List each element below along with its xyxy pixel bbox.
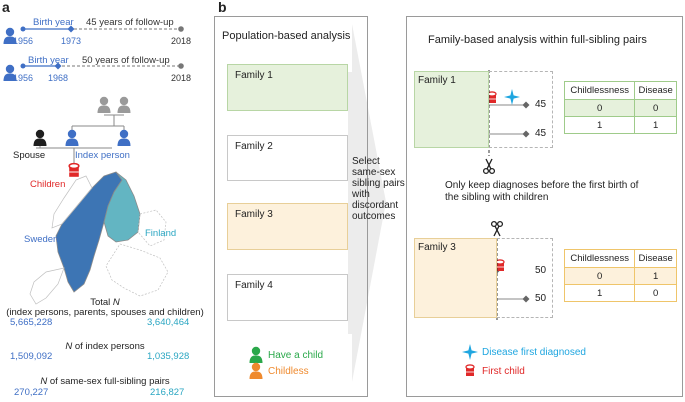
fam1-label: Family 1 (418, 75, 456, 86)
family-1-label: Family 1 (235, 70, 273, 81)
table-cell: 1 (563, 116, 636, 134)
table-header: Childlessness (563, 81, 636, 100)
followup-label: 45 years of follow-up (86, 17, 174, 28)
table-cell: 0 (563, 99, 636, 117)
children-label: Children (30, 179, 66, 190)
legend-childless: Childless (268, 366, 309, 377)
sweden-label: Sweden (24, 234, 59, 245)
followup-label: 50 years of follow-up (82, 55, 170, 66)
year-start: 1956 (13, 36, 34, 46)
year-birth: 1973 (61, 36, 82, 46)
legend-disease: Disease first diagnosed (482, 347, 586, 358)
family-panel (406, 16, 683, 397)
family-3-box (227, 203, 348, 250)
year-end: 2018 (171, 73, 192, 83)
table-header: Childlessness (563, 249, 636, 268)
table-cell: 0 (634, 99, 677, 117)
pairs-title: N of same-sex full-sibling pairs (40, 376, 170, 387)
table-family-3: Childlessness Disease 0 1 1 0 (563, 249, 677, 302)
family-3-label: Family 3 (235, 209, 273, 220)
year-birth: 1968 (48, 73, 69, 83)
parent-icon (117, 96, 131, 113)
population-title: Population-based analysis (222, 30, 351, 42)
panel-a-label: a (2, 0, 10, 15)
index-title: N of index persons (65, 341, 145, 352)
table-cell: 0 (634, 284, 677, 302)
arrow-text-line: outcomes (352, 211, 396, 222)
arrow-text-line: sibling pairs (352, 178, 405, 189)
finland-label: Finland (145, 228, 177, 239)
family-2-label: Family 2 (235, 141, 273, 152)
total-finland: 3,640,464 (147, 317, 190, 328)
arrow-text-line: Select (352, 156, 380, 167)
table-cell: 1 (634, 267, 677, 285)
panel-b-label: b (218, 0, 227, 15)
timeline-2 (3, 62, 184, 81)
index-sweden: 1,509,092 (10, 351, 53, 362)
population-panel (214, 16, 368, 397)
family-4-box (227, 274, 348, 321)
fam1-box-ext (489, 71, 553, 148)
total-desc: (index persons, parents, spouses and chi… (6, 307, 204, 318)
fam3-label: Family 3 (418, 242, 456, 253)
family-title: Family-based analysis within full-siblin… (428, 34, 647, 46)
parent-icon (97, 96, 111, 113)
year-start: 1956 (13, 73, 34, 83)
pairs-sweden: 270,227 (14, 387, 49, 398)
fam3-box-ext (497, 238, 553, 318)
birth-year-label: Birth year (28, 55, 69, 66)
arrow-text-line: with (352, 189, 370, 200)
table-cell: 1 (634, 116, 677, 134)
sibling-icon (117, 129, 131, 146)
index-person-label: Index person (75, 150, 130, 161)
keep-text-1: Only keep diagnoses before the first bir… (445, 180, 639, 191)
birth-year-label: Birth year (33, 17, 74, 28)
arrow-text-line: same-sex (352, 167, 396, 178)
fam3-age-1: 50 (535, 265, 547, 276)
fam3-box (414, 238, 497, 318)
arrow-text: Select same-sex sibling pairs with disco… (352, 156, 405, 222)
pairs-finland: 216,827 (150, 387, 185, 398)
fam1-age-1: 45 (535, 99, 547, 110)
table-cell: 1 (563, 284, 636, 302)
arrow-text-line: discordant (352, 200, 399, 211)
map-sweden-finland (29, 171, 169, 305)
fam1-age-2: 45 (535, 128, 547, 139)
timeline-1 (3, 25, 184, 44)
legend-first-child: First child (482, 366, 525, 377)
table-header: Disease (634, 249, 677, 268)
children-icon (68, 162, 80, 178)
fam1-box (414, 71, 489, 148)
keep-text-2: the sibling with children (445, 192, 549, 203)
table-cell: 0 (563, 267, 636, 285)
family-2-box (227, 135, 348, 181)
spouse-label: Spouse (13, 150, 46, 161)
scissors-icon (482, 158, 496, 175)
family-1-box (227, 64, 348, 111)
year-end: 2018 (171, 36, 192, 46)
index-person-icon (65, 129, 79, 146)
table-header: Disease (634, 81, 677, 100)
table-family-1: Childlessness Disease 0 0 1 1 (563, 81, 677, 134)
index-finland: 1,035,928 (147, 351, 190, 362)
scissors-icon (490, 220, 504, 237)
fam3-age-2: 50 (535, 293, 547, 304)
total-title: Total N (90, 297, 120, 308)
legend-have-child: Have a child (268, 350, 324, 361)
spouse-icon (33, 129, 47, 146)
total-sweden: 5,665,228 (10, 317, 53, 328)
family-4-label: Family 4 (235, 280, 273, 291)
